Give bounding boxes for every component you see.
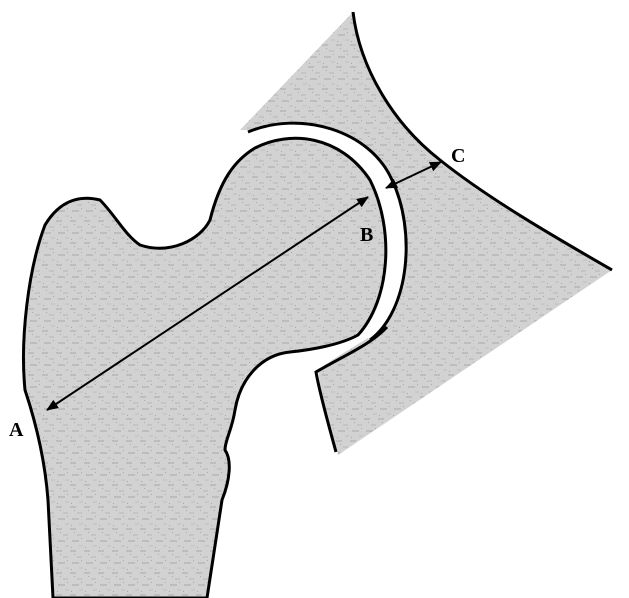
label-c: C [451, 145, 465, 167]
label-a: A [9, 419, 24, 441]
label-b: B [360, 224, 373, 246]
